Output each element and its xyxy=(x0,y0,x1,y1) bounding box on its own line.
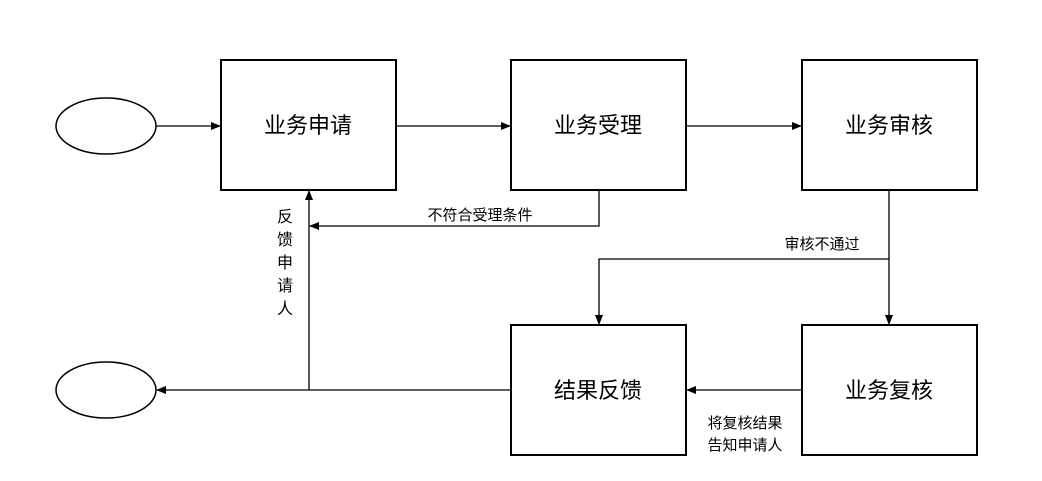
label-feedback-char-3: 申 xyxy=(277,253,293,272)
label-accept: 业务受理 xyxy=(554,114,642,139)
label-review-fail: 审核不通过 xyxy=(784,235,859,253)
box-apply xyxy=(220,59,397,191)
label-feedback-char-1: 反 xyxy=(277,207,293,226)
box-review xyxy=(801,59,978,191)
box-accept xyxy=(510,59,687,191)
box-recheck xyxy=(801,324,978,456)
label-feedback-char-4: 请 xyxy=(277,276,293,295)
label-notify-line2: 告知申请人 xyxy=(707,436,782,454)
end-terminal xyxy=(55,361,157,419)
label-feedback: 结果反馈 xyxy=(554,379,642,404)
label-feedback-char-5: 人 xyxy=(277,299,293,318)
label-notify-line1: 将复核结果 xyxy=(707,414,782,432)
box-feedback xyxy=(510,324,687,456)
label-apply: 业务申请 xyxy=(264,114,352,139)
label-not-meet: 不符合受理条件 xyxy=(427,206,532,224)
label-recheck: 业务复核 xyxy=(845,379,933,404)
start-terminal xyxy=(55,97,157,155)
arrow-review-fail xyxy=(595,258,889,325)
arrow-not-meet xyxy=(309,190,600,230)
label-feedback-char-2: 馈 xyxy=(277,230,293,249)
label-review: 业务审核 xyxy=(845,114,933,139)
